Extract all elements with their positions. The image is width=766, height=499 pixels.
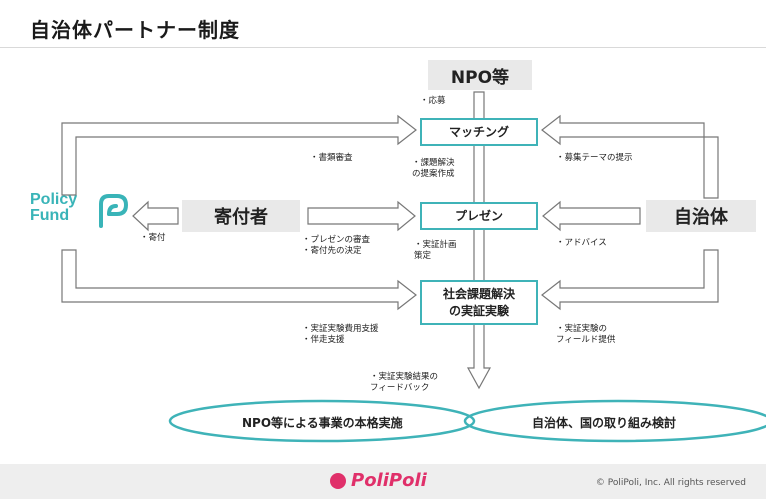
ellipse-municipality-consideration [463,399,766,443]
polipoli-dot-icon [330,472,346,489]
label-solution: ・課題解決 の提案作成 [412,158,455,180]
donor-label: 寄付者 [214,207,268,228]
policy-fund-logo-icon [99,194,129,228]
page-title: 自治体パートナー制度 [30,18,240,42]
npo-header-label: NPO等 [450,67,510,88]
presen-label: プレゼン [454,208,503,223]
experiment-box: 社会課題解決 の実証実験 [420,280,538,325]
label-feedback: ・実証実験結果の フィードバック [370,372,439,394]
loop-arrow-left-bottom [61,249,417,311]
copyright-text: © PoliPoli, Inc. All rights reserved [595,478,746,488]
label-doc-review: ・書類審査 [310,153,353,163]
ellipse-left-text: NPO等による事業の本格実施 [242,416,403,430]
arrow-donor-to-presen [307,200,416,232]
label-plan: ・実証計画 策定 [414,240,457,262]
ellipse-right-text: 自治体、国の取り組み検討 [532,416,677,430]
municipality-label: 自治体 [674,207,728,228]
ellipse-npo-implementation [168,399,476,443]
npo-header-band: NPO等 [428,60,532,90]
footer-bar [0,464,766,499]
label-apply: ・応募 [420,96,446,106]
arrow-to-policy-fund [132,200,179,232]
donor-band: 寄付者 [182,200,300,232]
loop-arrow-left-top [61,114,417,196]
label-presen-review: ・プレゼンの審査 ・寄付先の決定 [302,235,371,257]
loop-arrow-right-top [541,114,719,199]
municipality-band: 自治体 [646,200,756,232]
label-recruit-theme: ・募集テーマの提示 [556,153,633,163]
label-donation: ・寄付 [140,233,166,243]
label-field: ・実証実験の フィールド提供 [556,324,616,346]
label-cost-support: ・実証実験費用支援 ・伴走支援 [302,324,379,346]
experiment-label: 社会課題解決 の実証実験 [442,287,515,318]
polipoli-logo-text: PoliPoli [351,470,427,491]
label-advice: ・アドバイス [556,238,607,248]
title-divider [0,47,766,48]
matching-box: マッチング [420,118,538,146]
loop-arrow-right-bottom [541,249,719,311]
arrow-municipality-to-presen [542,200,641,232]
presen-box: プレゼン [420,202,538,230]
flow-diagram [61,91,766,443]
polipoli-logo: PoliPoli [330,470,427,491]
matching-label: マッチング [448,124,509,139]
